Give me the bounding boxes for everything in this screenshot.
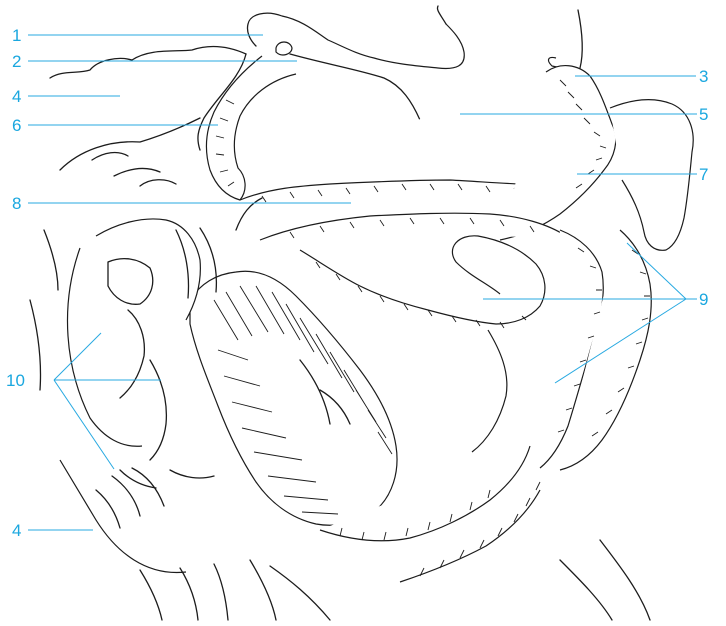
label-1: 1: [12, 27, 21, 44]
label-3: 3: [699, 68, 708, 85]
organ-drawing: [30, 6, 693, 620]
label-9: 9: [699, 291, 708, 308]
label-5: 5: [699, 106, 708, 123]
label-4-lower: 4: [12, 522, 21, 539]
label-6: 6: [12, 117, 21, 134]
label-4-upper: 4: [12, 88, 21, 105]
label-8: 8: [12, 195, 21, 212]
label-7: 7: [699, 166, 708, 183]
label-10: 10: [6, 372, 25, 389]
label-2: 2: [12, 53, 21, 70]
